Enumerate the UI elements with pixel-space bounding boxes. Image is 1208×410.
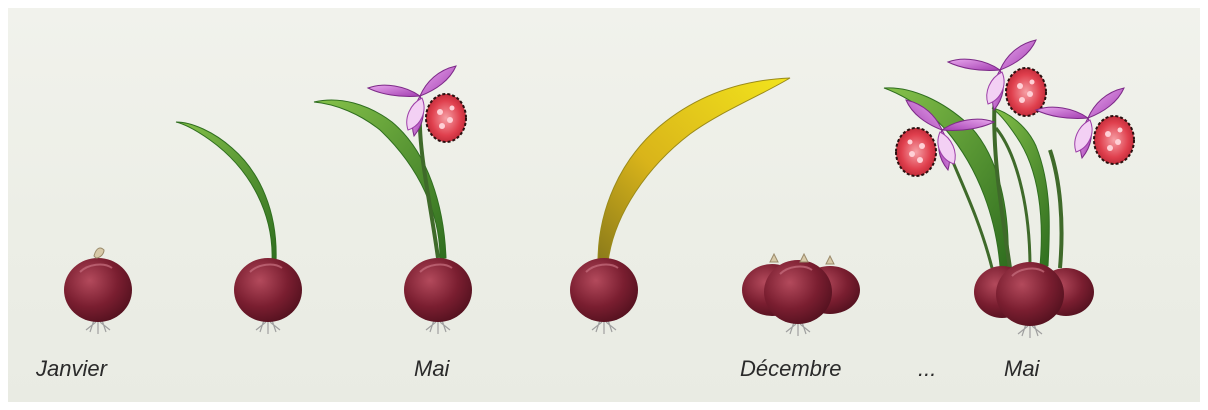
flower-stem: [1050, 150, 1062, 268]
label-ellipsis: ...: [918, 356, 936, 382]
young-leaf: [176, 122, 276, 262]
leaf-left: [884, 88, 1008, 266]
bulb-shape: [996, 262, 1064, 338]
label-janvier: Janvier: [36, 356, 107, 382]
bulb-tip: [94, 248, 104, 258]
stage-decembre-bulbs: [742, 254, 860, 336]
stage-mai-clump: [884, 40, 1134, 338]
yellowing-leaf: [598, 78, 790, 262]
label-decembre: Décembre: [740, 356, 841, 382]
bulb-shape: [234, 258, 302, 334]
bulb-shape: [404, 258, 472, 334]
orchid-flower-top: [948, 40, 1046, 116]
stage-mai-flowering: [314, 66, 472, 334]
bulb-tips: [770, 254, 834, 264]
stage-janvier-bulb: [64, 248, 132, 334]
bulb-shape: [64, 258, 132, 334]
bulb-shape: [764, 260, 832, 336]
label-mai-first: Mai: [414, 356, 449, 382]
label-mai-second: Mai: [1004, 356, 1039, 382]
bulb-shape: [570, 258, 638, 334]
stage-leaf-emerging: [176, 122, 302, 334]
